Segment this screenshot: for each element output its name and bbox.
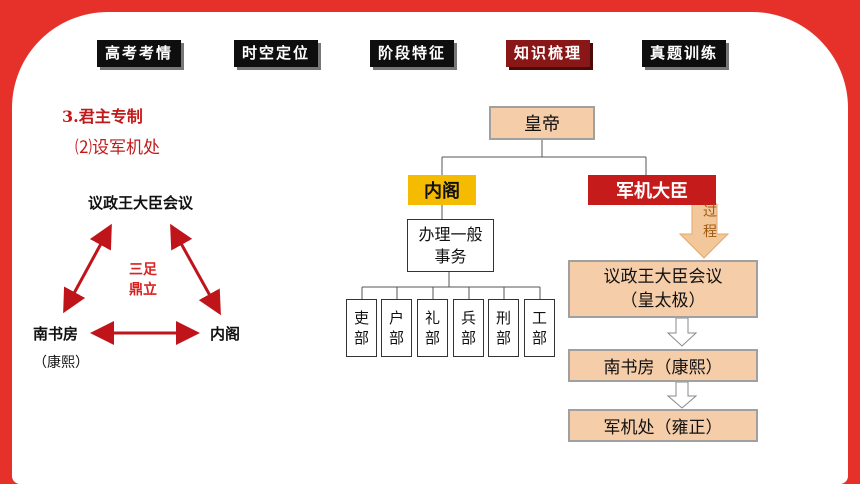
process-label: 过 程	[699, 202, 721, 242]
section-title: 3.君主专制	[62, 107, 143, 126]
tab-time-space[interactable]: 时空定位	[234, 40, 319, 67]
ministry-justice: 刑部	[488, 299, 519, 357]
general-affairs-line1: 办理一般	[418, 224, 483, 244]
ministry-char: 礼	[424, 309, 440, 327]
cabinet-box: 内阁	[408, 175, 476, 205]
tripod-line1: 三足	[129, 262, 157, 278]
ministry-works: 工部	[524, 299, 555, 357]
south-study-note: （康熙）	[33, 355, 89, 371]
cabinet-label: 内阁	[210, 325, 241, 343]
ministry-char: 部	[388, 329, 404, 347]
emperor-box: 皇帝	[489, 106, 595, 140]
arrow-top-left	[63, 223, 112, 314]
ministry-revenue: 户部	[381, 299, 412, 357]
tab-stage-features[interactable]: 阶段特征	[370, 40, 455, 67]
ministry-rites: 礼部	[417, 299, 448, 357]
south-study-label: 南书房	[33, 325, 79, 343]
arrow-top-right	[170, 223, 221, 316]
down-arrow-2	[666, 381, 698, 409]
ministry-char: 部	[353, 329, 369, 347]
process-char-1: 过	[703, 204, 717, 220]
tripod-label: 三足 鼎立	[123, 260, 163, 300]
ministry-char: 户	[388, 309, 404, 327]
ministry-char: 兵	[460, 309, 476, 327]
stage-council-line1: 议政王大臣会议	[603, 267, 723, 287]
tab-exam-info[interactable]: 高考考情	[97, 40, 182, 67]
tripod-line2: 鼎立	[129, 282, 157, 298]
process-char-2: 程	[703, 224, 717, 240]
stage-council-box: 议政王大臣会议 （皇太极）	[568, 260, 758, 318]
slide-canvas: 高考考情 时空定位 阶段特征 知识梳理 真题训练 3.君主专制 ⑵设军机处	[12, 12, 848, 484]
ministry-char: 刑	[495, 309, 511, 327]
general-affairs-box: 办理一般 事务	[407, 219, 494, 272]
ministry-char: 部	[495, 329, 511, 347]
process-arrow	[678, 203, 730, 259]
stage-council-line2: （皇太极）	[620, 291, 706, 311]
diagram-connectors	[63, 140, 730, 409]
ministry-char: 部	[460, 329, 476, 347]
ministry-war: 兵部	[453, 299, 484, 357]
emperor-branch-lines	[361, 140, 647, 299]
ministry-personnel: 吏部	[346, 299, 377, 357]
down-arrow-1	[666, 317, 698, 347]
tab-knowledge-review[interactable]: 知识梳理	[506, 40, 591, 67]
general-affairs-line2: 事务	[434, 246, 467, 266]
section-subtitle: ⑵设军机处	[75, 138, 160, 158]
council-label: 议政王大臣会议	[88, 194, 194, 212]
stage-grand-council-box: 军机处（雍正）	[568, 409, 758, 442]
ministry-char: 吏	[353, 309, 369, 327]
grand-minister-box: 军机大臣	[588, 175, 716, 205]
ministry-char: 部	[424, 329, 440, 347]
tab-practice[interactable]: 真题训练	[642, 40, 727, 67]
ministry-char: 部	[531, 329, 547, 347]
stage-south-study-box: 南书房（康熙）	[568, 349, 758, 382]
ministry-char: 工	[531, 309, 547, 327]
